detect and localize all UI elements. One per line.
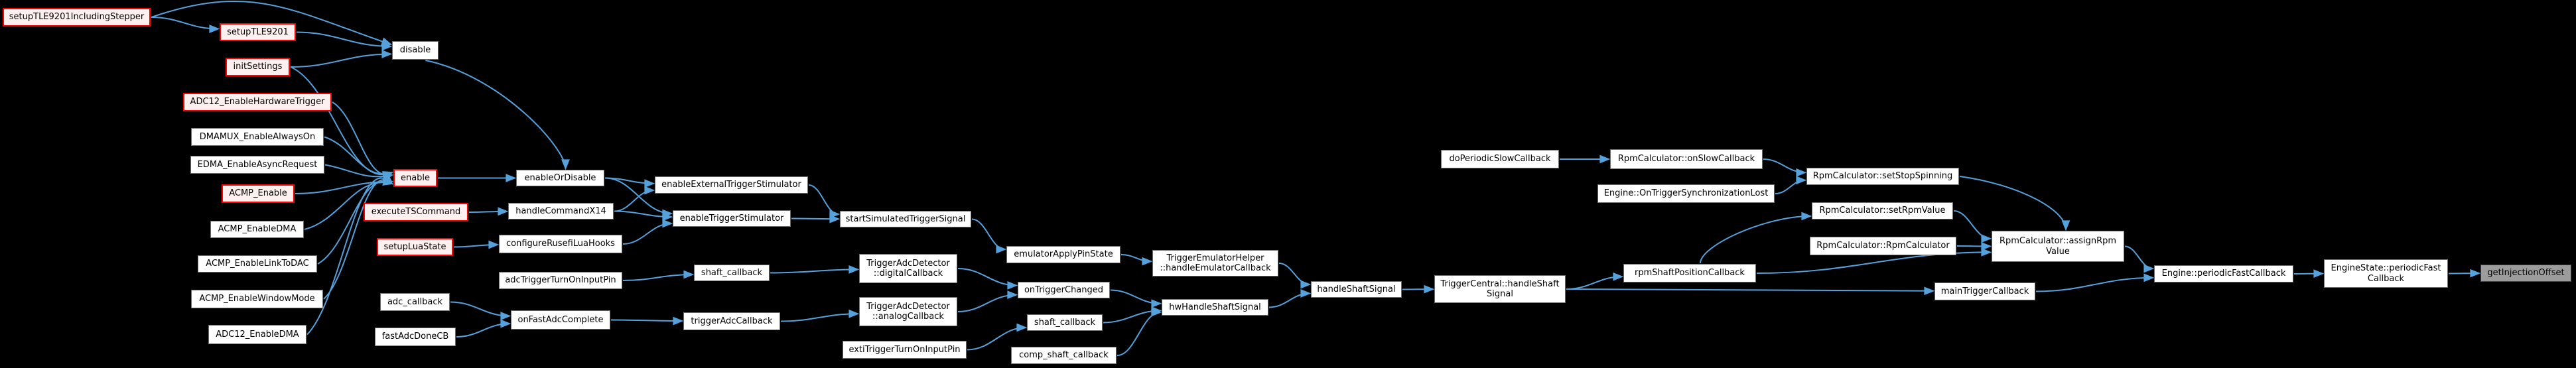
edge-fastAdcDoneCB-to-onFastAdcComplete — [456, 319, 511, 337]
edge-RpmCalculator_assignRpmValue-to-Engine_periodicFastCallback — [2124, 245, 2155, 273]
graph-node-emulatorApplyPinState[interactable]: emulatorApplyPinState — [1006, 246, 1120, 263]
graph-node-mainTriggerCallback[interactable]: mainTriggerCallback — [1934, 282, 2035, 300]
graph-node-shaft_callback[interactable]: shaft_callback — [694, 265, 770, 281]
edge-hwHandleShaftSignal-to-handleShaftSignal — [1268, 289, 1312, 308]
graph-node-fastAdcDoneCB[interactable]: fastAdcDoneCB — [375, 328, 456, 346]
graph-node-RpmCalculator_onSlowCallback[interactable]: RpmCalculator::onSlowCallback — [1610, 149, 1763, 169]
edge-RpmCalculator_setStopSpinning-to-RpmCalculator_assignRpmValue — [1959, 176, 2070, 231]
graph-node-rpmShaftPositionCallback[interactable]: rpmShaftPositionCallback — [1623, 264, 1756, 282]
graph-node-ACMP_EnableWindowMode[interactable]: ACMP_EnableWindowMode — [191, 290, 323, 308]
graph-node-ACMP_Enable[interactable]: ACMP_Enable — [222, 184, 295, 203]
graph-node-ADC12_EnableDMA[interactable]: ADC12_EnableDMA — [208, 325, 306, 344]
edge-setupTLE9201IncludingStepper-to-setupTLE9201 — [151, 17, 220, 33]
graph-node-adc_callback[interactable]: adc_callback — [380, 293, 450, 311]
edge-handleCommandX14-to-enableExternalTriggerStimulator — [614, 186, 655, 212]
edge-extiTriggerTurnOnInputPin-to-shaft_callback2 — [967, 323, 1028, 351]
edge-ACMP_EnableWindowMode-to-enable — [323, 174, 393, 300]
edge-mainTriggerCallback-to-Engine_periodicFastCallback — [2035, 273, 2155, 292]
graph-node-getInjectionOffset: getInjectionOffset — [2480, 265, 2571, 282]
edge-TriggerCentral_handleShaftSignal-to-mainTriggerCallback — [1566, 286, 1935, 296]
graph-node-RpmCalculator_RpmCalculator[interactable]: RpmCalculator::RpmCalculator — [1810, 237, 1956, 255]
edge-rpmShaftPositionCallback-to-RpmCalculator_assignRpmValue — [1756, 248, 1992, 274]
edge-triggerAdcCallback-to-TriggerAdcDetector_analogCallback — [780, 309, 860, 322]
edge-TriggerAdcDetector_analogCallback-to-onTriggerChanged — [957, 290, 1018, 312]
graph-node-startSimulatedTriggerSignal[interactable]: startSimulatedTriggerSignal — [840, 211, 971, 227]
graph-node-TriggerAdcDetector_digitalCallback[interactable]: TriggerAdcDetector ::digitalCallback — [859, 254, 957, 283]
edge-disable-to-enableOrDisable — [425, 60, 570, 170]
edge-ACMP_EnableDMA-to-enable — [304, 177, 394, 230]
graph-node-setupTLE9201IncludingStepper[interactable]: setupTLE9201IncludingStepper — [3, 8, 151, 27]
graph-node-comp_shaft_callback[interactable]: comp_shaft_callback — [1011, 347, 1117, 364]
graph-node-Engine_OnTriggerSynchronizationLost[interactable]: Engine::OnTriggerSynchronizationLost — [1597, 184, 1775, 203]
edge-enableOrDisable-to-enableTriggerStimulator — [604, 177, 673, 218]
graph-node-TriggerCentral_handleShaftSignal[interactable]: TriggerCentral::handleShaft Signal — [1434, 275, 1566, 303]
edge-shaft_callback-to-TriggerAdcDetector_digitalCallback — [770, 265, 860, 274]
graph-node-ACMP_EnableLinkToDAC[interactable]: ACMP_EnableLinkToDAC — [198, 255, 317, 273]
edge-RpmCalculator_onSlowCallback-to-RpmCalculator_setStopSpinning — [1763, 158, 1807, 177]
edge-setupTLE9201-to-disable — [296, 31, 393, 51]
graph-node-enableTriggerStimulator[interactable]: enableTriggerStimulator — [673, 210, 791, 227]
graph-node-TriggerEmulatorHelper_handleEmulatorCallback[interactable]: TriggerEmulatorHelper ::handleEmulatorCa… — [1152, 250, 1278, 276]
graph-node-EDMA_EnableAsyncRequest[interactable]: EDMA_EnableAsyncRequest — [190, 156, 324, 174]
edge-startSimulatedTriggerSignal-to-emulatorApplyPinState — [971, 218, 1007, 254]
graph-node-hwHandleShaftSignal[interactable]: hwHandleShaftSignal — [1162, 299, 1268, 316]
graph-node-onTriggerChanged[interactable]: onTriggerChanged — [1018, 282, 1110, 298]
edge-RpmCalculator_setRpmValue-to-RpmCalculator_assignRpmValue — [1953, 210, 1992, 243]
graph-node-RpmCalculator_setRpmValue[interactable]: RpmCalculator::setRpmValue — [1812, 202, 1953, 219]
edge-Engine_OnTriggerSynchronizationLost-to-RpmCalculator_setStopSpinning — [1775, 176, 1807, 194]
graph-node-RpmCalculator_assignRpmValue[interactable]: RpmCalculator::assignRpm Value — [1992, 231, 2124, 262]
edge-initSettings-to-disable — [290, 50, 393, 68]
edge-setupTLE9201IncludingStepper-to-disable — [151, 1, 393, 46]
edge-enableExternalTriggerStimulator-to-startSimulatedTriggerSignal — [808, 184, 841, 219]
graph-node-executeTSCommand[interactable]: executeTSCommand — [364, 203, 468, 221]
graph-node-ACMP_EnableDMA[interactable]: ACMP_EnableDMA — [210, 221, 304, 238]
graph-node-enableExternalTriggerStimulator[interactable]: enableExternalTriggerStimulator — [655, 176, 808, 194]
graph-node-setupLuaState[interactable]: setupLuaState — [377, 238, 453, 256]
graph-node-adcTriggerTurnOnInputPin[interactable]: adcTriggerTurnOnInputPin — [499, 272, 622, 289]
edge-setupLuaState-to-configureRusefiLuaHooks — [453, 240, 500, 249]
edge-onTriggerChanged-to-hwHandleShaftSignal — [1110, 289, 1162, 308]
graph-node-handleCommandX14[interactable]: handleCommandX14 — [508, 203, 614, 219]
graph-node-Engine_periodicFastCallback[interactable]: Engine::periodicFastCallback — [2154, 265, 2293, 282]
edge-emulatorApplyPinState-to-TriggerEmulatorHelper_handleEmulatorCallback — [1120, 254, 1153, 266]
graph-node-setupTLE9201[interactable]: setupTLE9201 — [220, 23, 296, 41]
graph-node-handleShaftSignal[interactable]: handleShaftSignal — [1311, 281, 1402, 298]
graph-node-DMAMUX_EnableAlwaysOn[interactable]: DMAMUX_EnableAlwaysOn — [191, 128, 324, 146]
graph-node-initSettings[interactable]: initSettings — [226, 58, 290, 76]
graph-node-onFastAdcComplete[interactable]: onFastAdcComplete — [511, 310, 610, 330]
graph-node-doPeriodicSlowCallback[interactable]: doPeriodicSlowCallback — [1441, 150, 1559, 168]
edge-DMAMUX_EnableAlwaysOn-to-enable — [324, 136, 394, 180]
graph-node-disable[interactable]: disable — [392, 41, 439, 60]
edge-adc_callback-to-onFastAdcComplete — [450, 301, 511, 320]
edge-TriggerCentral_handleShaftSignal-to-rpmShaftPositionCallback — [1566, 272, 1624, 290]
edge-TriggerAdcDetector_digitalCallback-to-onTriggerChanged — [957, 268, 1018, 290]
graph-node-enable[interactable]: enable — [393, 169, 437, 187]
edge-TriggerEmulatorHelper_handleEmulatorCallback-to-handleShaftSignal — [1278, 263, 1312, 289]
edge-handleCommandX14-to-enableTriggerStimulator — [614, 210, 673, 221]
graph-node-TriggerAdcDetector_analogCallback[interactable]: TriggerAdcDetector ::analogCallback — [859, 297, 957, 326]
graph-node-EngineState_periodicFastCallback[interactable]: EngineState::periodicFast Callback — [2324, 259, 2448, 288]
graph-node-enableOrDisable[interactable]: enableOrDisable — [516, 170, 604, 186]
graph-node-ADC12_EnableHardwareTrigger[interactable]: ADC12_EnableHardwareTrigger — [183, 93, 332, 111]
edge-comp_shaft_callback-to-hwHandleShaftSignal — [1117, 308, 1162, 356]
edge-ACMP_EnableLinkToDAC-to-enable — [317, 175, 394, 265]
edge-rpmShaftPositionCallback-to-RpmCalculator_setRpmValue — [1700, 212, 1812, 264]
edge-adcTriggerTurnOnInputPin-to-shaft_callback — [622, 270, 695, 281]
graph-node-RpmCalculator_setStopSpinning[interactable]: RpmCalculator::setStopSpinning — [1806, 168, 1959, 185]
edge-ADC12_EnableDMA-to-enable — [306, 174, 393, 336]
edge-configureRusefiLuaHooks-to-enableTriggerStimulator — [622, 219, 673, 245]
graph-node-triggerAdcCallback[interactable]: triggerAdcCallback — [683, 312, 780, 330]
edge-onFastAdcComplete-to-triggerAdcCallback — [610, 316, 684, 326]
graph-node-extiTriggerTurnOnInputPin[interactable]: extiTriggerTurnOnInputPin — [843, 341, 967, 359]
graph-node-configureRusefiLuaHooks[interactable]: configureRusefiLuaHooks — [499, 235, 622, 253]
graph-node-shaft_callback2[interactable]: shaft_callback — [1027, 314, 1103, 331]
